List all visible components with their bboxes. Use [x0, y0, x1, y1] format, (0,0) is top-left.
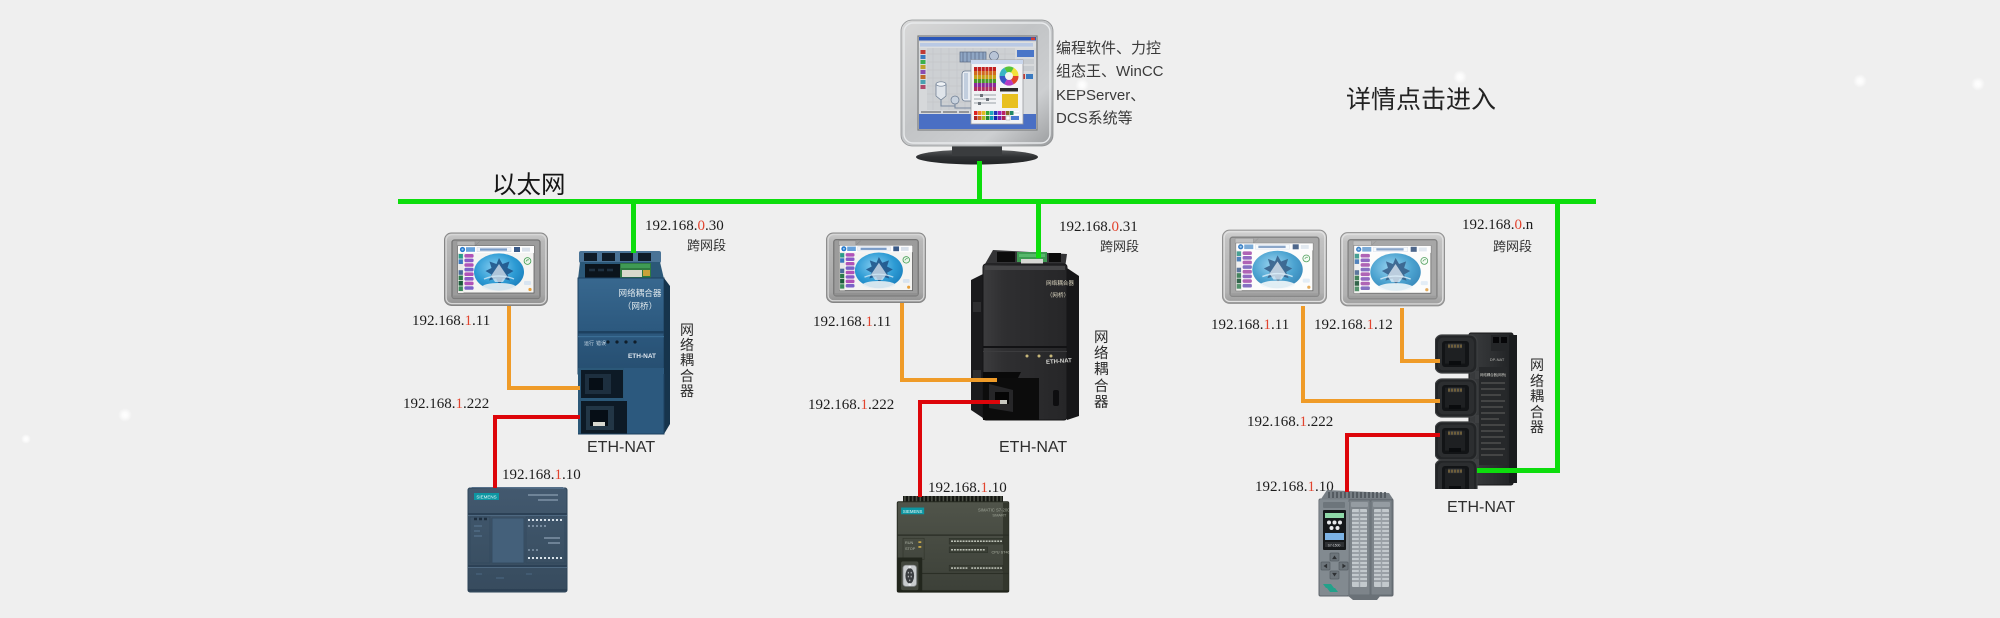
- svg-text:SIEMENS: SIEMENS: [476, 495, 496, 500]
- svg-text:SIEMENS: SIEMENS: [903, 509, 923, 514]
- svg-text:错误: 错误: [596, 340, 606, 347]
- svg-text:ETH-NAT: ETH-NAT: [1046, 358, 1073, 366]
- svg-text:ETH-NAT: ETH-NAT: [628, 353, 656, 360]
- svg-text:（网桥）: （网桥）: [1047, 291, 1069, 299]
- svg-text:DP-NAT: DP-NAT: [1490, 357, 1505, 362]
- svg-text:RUN: RUN: [905, 541, 914, 545]
- svg-text:SIMATIC S7-200: SIMATIC S7-200: [978, 507, 1010, 512]
- svg-text:网络耦合器: 网络耦合器: [619, 287, 662, 298]
- svg-text:网络耦合器(网桥): 网络耦合器(网桥): [1480, 372, 1506, 377]
- svg-text:运行: 运行: [584, 340, 594, 347]
- svg-text:CPU ST40: CPU ST40: [991, 551, 1009, 555]
- svg-text:S7-1500: S7-1500: [1328, 544, 1341, 548]
- svg-text:（网桥）: （网桥）: [623, 300, 657, 311]
- svg-text:网络耦合器: 网络耦合器: [1046, 279, 1074, 287]
- svg-text:SMART: SMART: [992, 513, 1007, 518]
- svg-text:STOP: STOP: [905, 547, 916, 551]
